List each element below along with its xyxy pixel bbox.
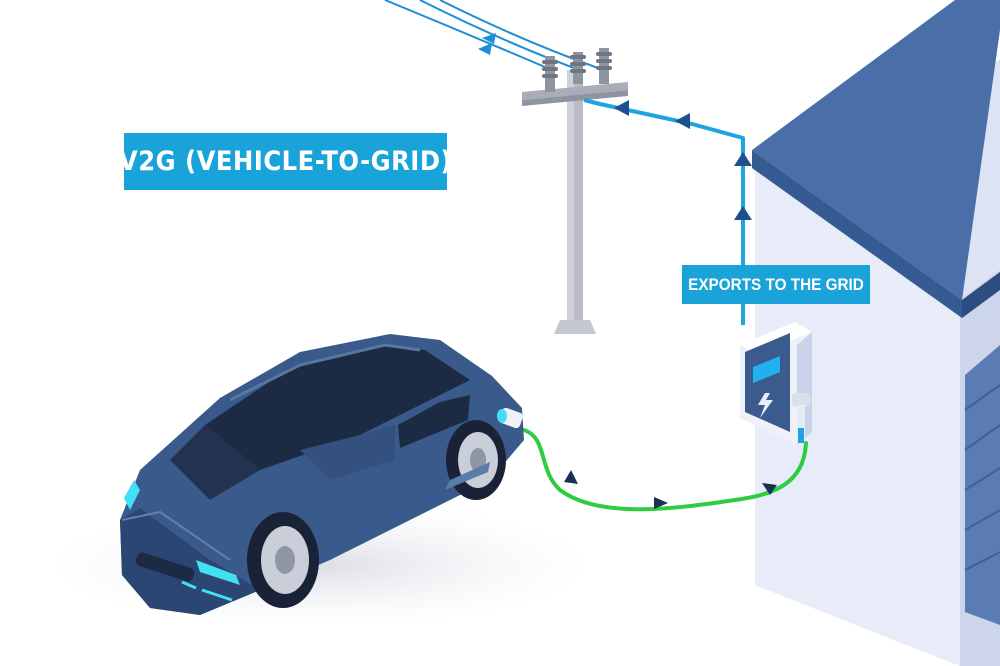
- diagram-title: V2G (VEHICLE-TO-GRID): [118, 146, 453, 177]
- exports-to-grid-label: EXPORTS TO THE GRID: [688, 274, 864, 294]
- grid-flow-arrows-top: [478, 33, 496, 55]
- house-icon: [752, 0, 1000, 666]
- grid-export-arrows: [614, 100, 752, 220]
- export-badge-bg: [682, 265, 870, 304]
- flow-arrow-icon: [675, 113, 690, 129]
- title-badge-bg: [124, 133, 447, 190]
- flow-arrow-icon: [478, 43, 492, 55]
- electric-car-icon: [120, 334, 524, 615]
- car-headlight-left: [124, 480, 140, 510]
- flow-arrow-icon: [564, 470, 578, 484]
- flow-arrow-icon: [614, 100, 629, 116]
- flow-arrow-icon: [482, 33, 496, 44]
- car-headlight-right: [196, 560, 240, 585]
- charge-flow-arrows: [564, 470, 777, 509]
- charging-station-icon: [740, 322, 812, 445]
- power-pole-icon: [522, 48, 628, 334]
- charge-cable: [522, 428, 808, 512]
- flow-arrow-icon: [734, 206, 752, 220]
- flow-arrow-icon: [734, 152, 752, 166]
- grid-export-cable: [583, 98, 745, 325]
- flow-arrow-icon: [762, 483, 777, 495]
- lightning-bolt-icon: [758, 393, 773, 418]
- flow-arrow-icon: [654, 497, 668, 509]
